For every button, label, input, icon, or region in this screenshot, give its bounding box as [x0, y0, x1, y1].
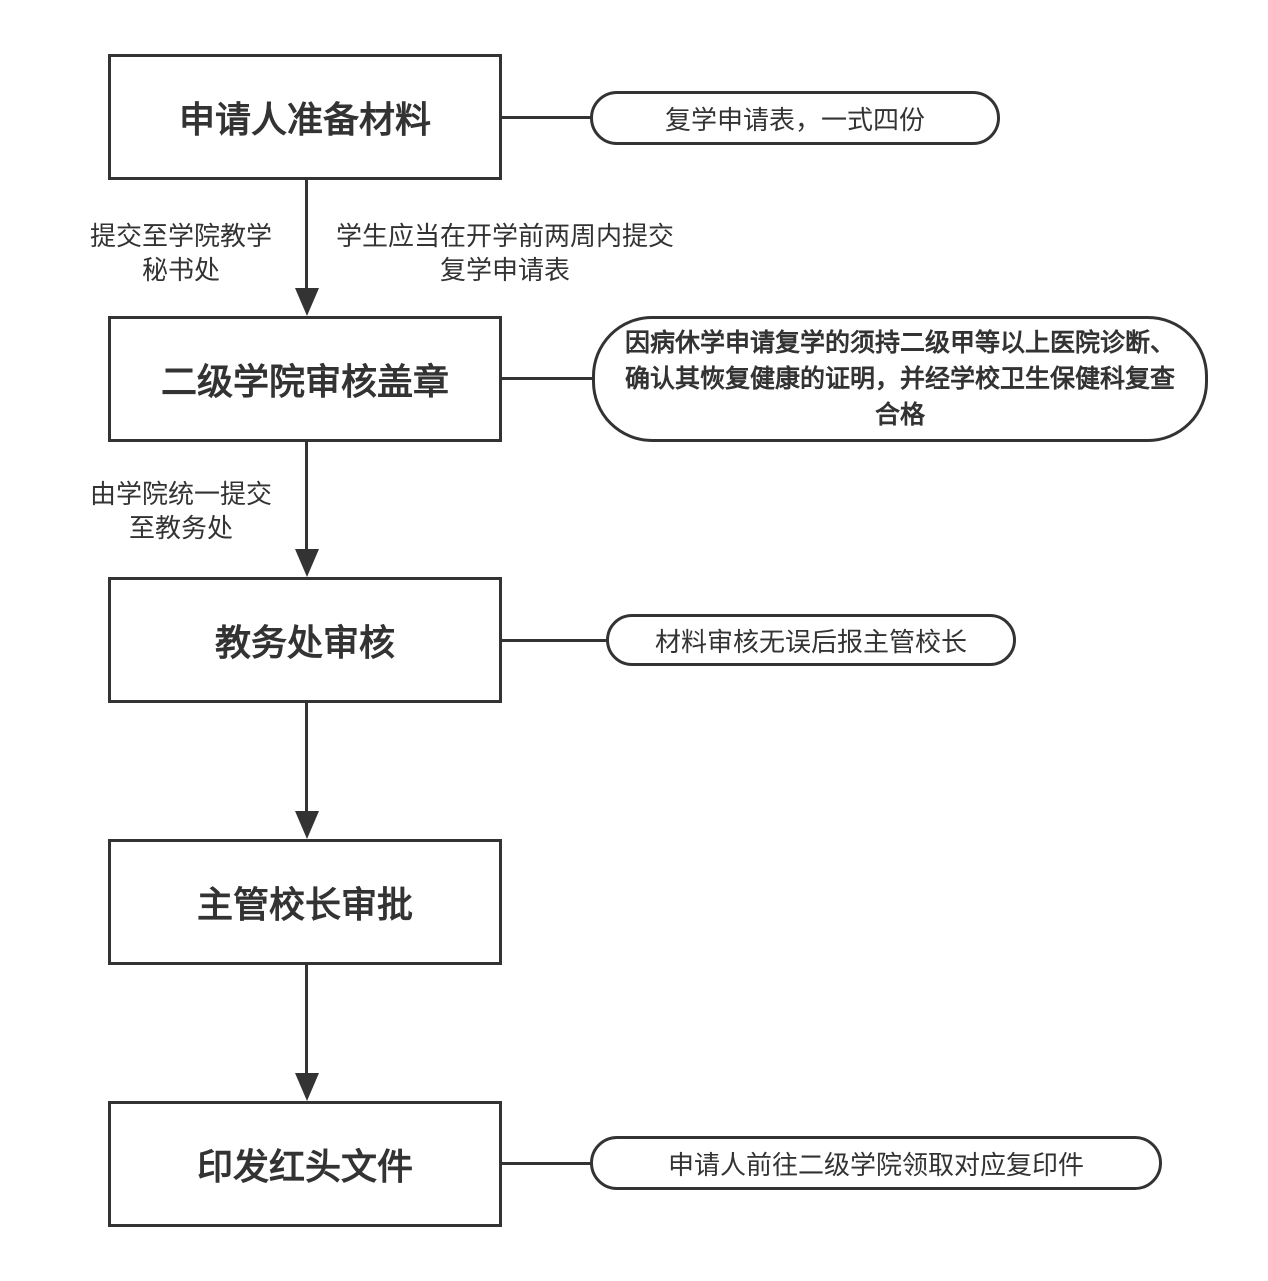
note-step5: 申请人前往二级学院领取对应复印件: [590, 1136, 1162, 1190]
edge-label-submit-academic-affairs: 由学院统一提交至教务处: [89, 480, 272, 544]
note-text: 材料审核无误后报主管校长: [654, 627, 967, 658]
note-text: 复学申请表，一式四份: [664, 105, 925, 136]
connector-line: [305, 180, 308, 290]
note-connector: [502, 377, 594, 380]
arrow-down-icon: [295, 1073, 319, 1101]
step-label: 申请人准备材料: [178, 100, 431, 141]
note-connector: [502, 1162, 592, 1165]
note-connector: [502, 639, 608, 642]
step-box-prepare-materials: 申请人准备材料: [108, 54, 502, 180]
step-label: 二级学院审核盖章: [160, 362, 449, 403]
step-label: 主管校长审批: [196, 885, 413, 926]
edge-label-deadline: 学生应当在开学前两周内提交复学申请表: [335, 222, 674, 286]
note-step3: 材料审核无误后报主管校长: [606, 614, 1016, 666]
note-step2: 因病休学申请复学的须持二级甲等以上医院诊断、确认其恢复健康的证明，并经学校卫生保…: [592, 316, 1208, 442]
step-box-college-review: 二级学院审核盖章: [108, 316, 502, 442]
note-text: 申请人前往二级学院领取对应复印件: [667, 1150, 1084, 1181]
edge-label-submit-secretary: 提交至学院教学秘书处: [89, 222, 272, 286]
arrow-down-icon: [295, 549, 319, 577]
connector-line: [305, 442, 308, 552]
arrow-down-icon: [295, 811, 319, 839]
note-connector: [502, 116, 592, 119]
step-box-issue-document: 印发红头文件: [108, 1101, 502, 1227]
step-box-academic-affairs-review: 教务处审核: [108, 577, 502, 703]
note-text: 因病休学申请复学的须持二级甲等以上医院诊断、确认其恢复健康的证明，并经学校卫生保…: [625, 328, 1176, 429]
arrow-down-icon: [295, 288, 319, 316]
step-label: 印发红头文件: [196, 1147, 413, 1188]
step-box-principal-approval: 主管校长审批: [108, 839, 502, 965]
connector-line: [305, 703, 308, 813]
connector-line: [305, 965, 308, 1075]
step-label: 教务处审核: [214, 623, 395, 664]
note-step1: 复学申请表，一式四份: [590, 91, 1000, 145]
